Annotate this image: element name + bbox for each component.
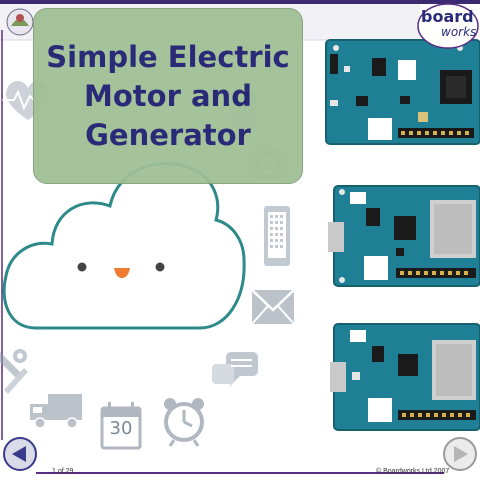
title-box: Simple Electric Motor and Generator: [33, 8, 303, 184]
logo-oval: [417, 3, 479, 49]
arrow-right-icon: [443, 437, 477, 471]
arrow-left-icon: [3, 437, 37, 471]
emblem-icon: [6, 8, 34, 36]
boardworks-logo: board works: [417, 4, 477, 50]
wrench-icon: [0, 349, 28, 394]
chat-bubbles-icon: [212, 352, 258, 386]
circuit-board-top: [325, 39, 480, 145]
slide-title: Simple Electric Motor and Generator: [46, 39, 290, 152]
logo-text-works: works: [441, 25, 477, 39]
circuit-board-bottom: [330, 323, 480, 431]
next-slide-button[interactable]: [442, 436, 478, 472]
smiling-cloud-illustration: [2, 162, 246, 330]
calendar-day: 30: [109, 418, 133, 439]
circuit-board-middle: [328, 185, 480, 287]
envelope-icon: [251, 289, 295, 325]
truck-icon: [30, 394, 82, 429]
calendar-icon: [100, 402, 142, 450]
previous-slide-button[interactable]: [2, 436, 38, 472]
logo-text-board: board: [421, 7, 474, 26]
copyright-text: © Boardworks Ltd 2007: [376, 468, 450, 475]
phone-icon: [264, 206, 290, 266]
page-indicator: 1 of 29: [52, 468, 74, 475]
alarm-clock-icon: [164, 398, 204, 447]
